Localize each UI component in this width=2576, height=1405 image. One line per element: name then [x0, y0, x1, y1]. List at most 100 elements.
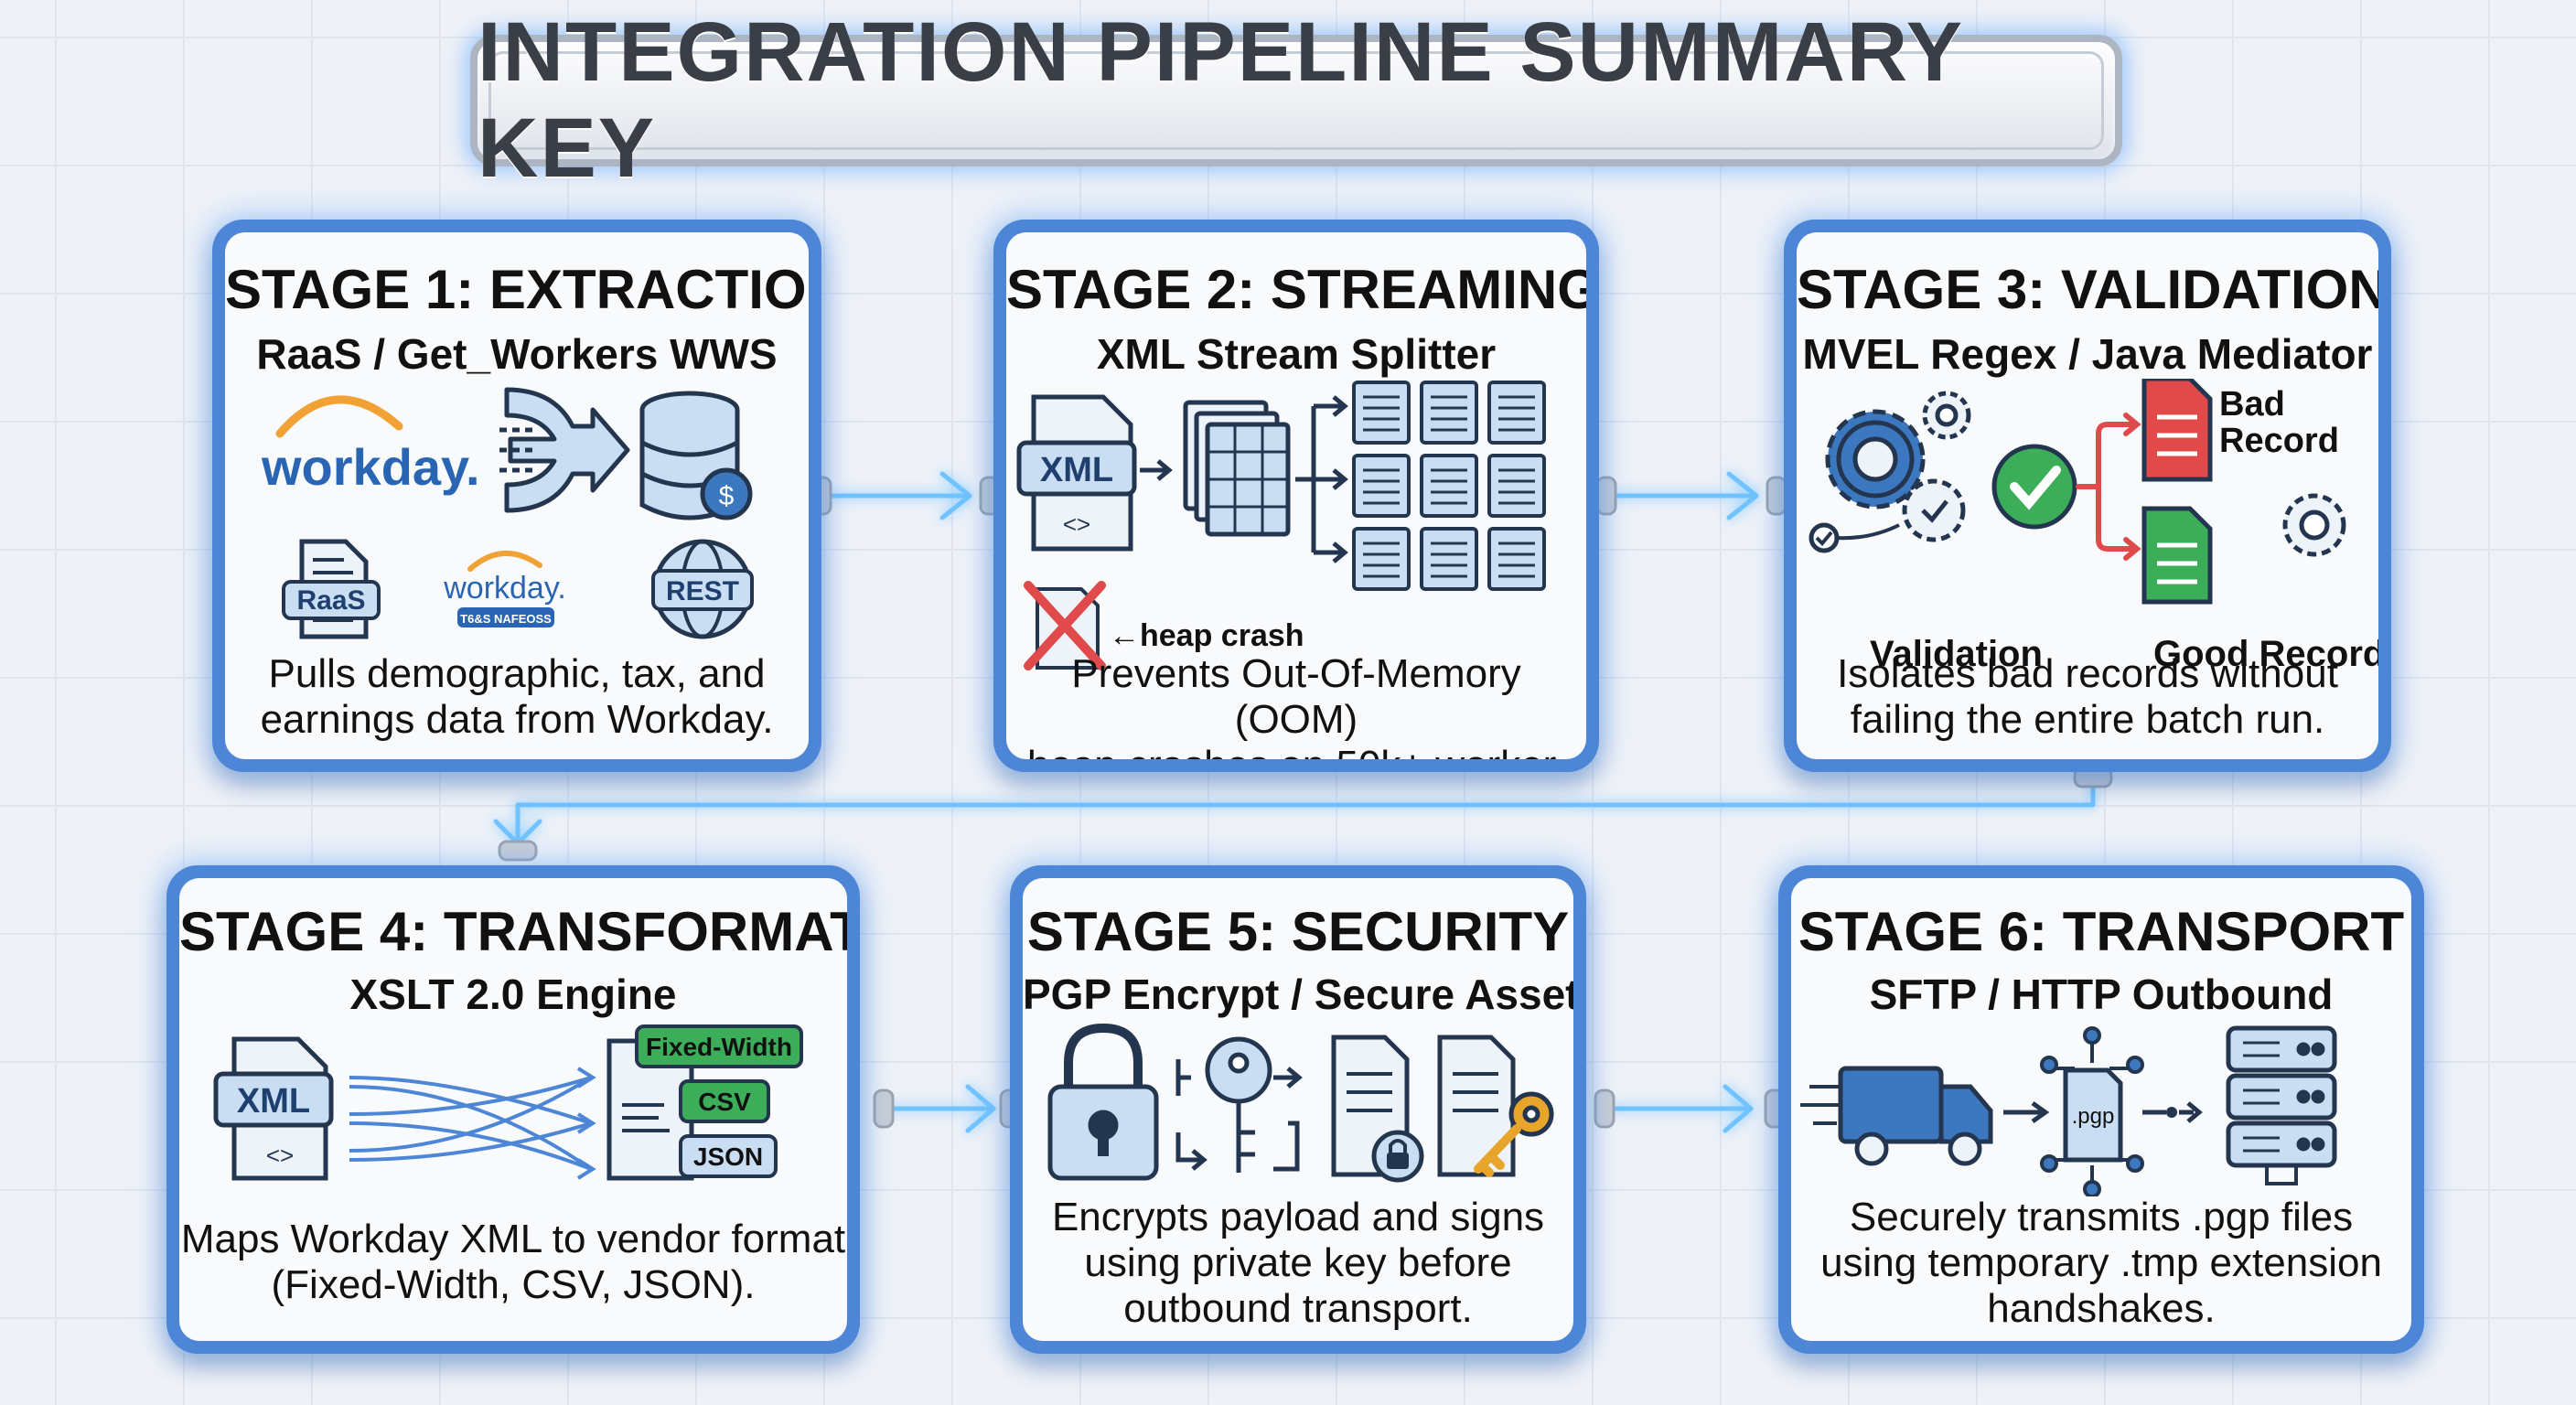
raas-report-icon: RaaS — [282, 539, 381, 639]
stage-3-icons: Bad Record Validation Good Records — [1809, 379, 2378, 674]
xml-file-label: XML — [1040, 451, 1113, 489]
workday-small-logo-tag: T6&S NAFEOSS — [460, 612, 552, 626]
stage-subtitle: RaaS / Get_Workers WWS — [256, 330, 778, 378]
stage-subtitle: MVEL Regex / Java Mediator — [1802, 330, 2373, 378]
stage-card-streaming: STAGE 2: STREAMING XML Stream Splitter X… — [993, 220, 1599, 772]
stage-subtitle: SFTP / HTTP Outbound — [1869, 971, 2334, 1018]
rail-knob — [1595, 476, 1617, 516]
arrow-icon — [2003, 1100, 2050, 1124]
stage-card-security: STAGE 5: SECURITY PGP Encrypt / Secure A… — [1010, 865, 1586, 1354]
xml-file-label: XML — [237, 1082, 310, 1121]
spreadsheet-stack-icon — [1183, 400, 1291, 537]
stage-subtitle: XML Stream Splitter — [1096, 330, 1497, 378]
stage-2-icons: XML <> ←heap crash — [1016, 381, 1546, 670]
svg-text:<>: <> — [266, 1142, 294, 1169]
server-icon — [2226, 1025, 2337, 1185]
padlock-icon — [1047, 1023, 1159, 1181]
workday-logo-text: workday. — [261, 438, 480, 496]
xml-file-icon: XML <> — [213, 1036, 334, 1181]
stage-card-body: STAGE 6: TRANSPORT SFTP / HTTP Outbound — [1791, 878, 2411, 1341]
stage-title: STAGE 4: TRANSFORMATION — [179, 901, 847, 962]
description-line: failing the entire batch run. — [1850, 697, 2325, 742]
rail-knob — [873, 1089, 895, 1129]
stage-description: Isolates bad records without failing the… — [1797, 651, 2378, 743]
stage-5-icons — [1047, 1023, 1554, 1183]
heap-crash-icon: ←heap crash — [1024, 581, 1304, 670]
stage-card-body: STAGE 3: VALIDATION MVEL Regex / Java Me… — [1797, 232, 2378, 759]
svg-text:<>: <> — [1063, 510, 1090, 538]
stage-1-icons: workday. $ RaaS workday. — [261, 387, 754, 639]
stage-description: Pulls demographic, tax, and earnings dat… — [225, 651, 809, 743]
title-plate-frame — [488, 51, 2104, 150]
document-icon — [1420, 381, 1478, 445]
stage-card-extraction: STAGE 1: EXTRACTION RaaS / Get_Workers W… — [212, 220, 821, 772]
stage-description: Encrypts payload and signs using private… — [1023, 1195, 1573, 1332]
description-line: Encrypts payload and signs — [1051, 1195, 1545, 1239]
rest-badge-label: REST — [666, 576, 739, 606]
rail-knob — [498, 840, 538, 862]
document-icon — [1420, 527, 1478, 591]
stage-card-body: STAGE 1: EXTRACTION RaaS / Get_Workers W… — [225, 232, 809, 759]
delivery-truck-icon — [1800, 1066, 1993, 1166]
validation-gears-icon — [1809, 391, 1971, 553]
pgp-file-label: .pgp — [2072, 1104, 2115, 1129]
description-line: earnings data from Workday. — [260, 697, 774, 742]
locked-document-icon — [1331, 1035, 1424, 1183]
document-grid-icon — [1352, 381, 1546, 591]
document-icon — [1487, 454, 1546, 518]
rest-globe-icon: REST — [651, 539, 754, 639]
bad-record-label: Record — [2219, 422, 2339, 460]
output-format-label: CSV — [698, 1088, 751, 1116]
title-plate: INTEGRATION PIPELINE SUMMARY KEY — [470, 5, 2122, 195]
document-icon — [1487, 381, 1546, 445]
description-line: Pulls demographic, tax, and — [268, 651, 766, 696]
arrow-2-to-3 — [1605, 471, 1759, 520]
stage-description: Prevents Out-Of-Memory (OOM) heap crashe… — [1006, 651, 1586, 759]
description-line: Prevents Out-Of-Memory (OOM) — [1071, 651, 1521, 742]
stage-title: STAGE 5: SECURITY — [1026, 901, 1570, 962]
stage-subtitle: PGP Encrypt / Secure Asset — [1023, 971, 1573, 1018]
arrow-1-to-2 — [821, 471, 972, 520]
stage-subtitle: XSLT 2.0 Engine — [349, 971, 677, 1018]
document-icon — [1352, 527, 1411, 591]
heap-crash-label: ←heap crash — [1109, 618, 1304, 653]
arrow-icon — [1140, 459, 1173, 481]
stage-card-body: STAGE 2: STREAMING XML Stream Splitter X… — [1006, 232, 1586, 759]
good-records-label: Good Records — [2153, 634, 2378, 674]
key-exchange-icon — [1175, 1036, 1303, 1173]
pgp-network-file-icon: .pgp — [2040, 1026, 2144, 1196]
description-line: Securely transmits .pgp files — [1849, 1195, 2354, 1239]
document-icon — [1352, 454, 1411, 518]
description-line: Isolates bad records without — [1837, 651, 2338, 696]
stage-6-icons: .pgp — [1800, 1025, 2337, 1196]
output-format-label: JSON — [693, 1142, 763, 1171]
stage-card-transport: STAGE 6: TRANSPORT SFTP / HTTP Outbound — [1778, 865, 2424, 1354]
arrow-4-to-5 — [883, 1084, 996, 1133]
mapping-lines-icon — [349, 1067, 596, 1180]
document-icon — [1352, 381, 1411, 445]
stage-4-icons: XML <> Fixed-Width CSV JSON — [213, 1024, 803, 1181]
settings-gear-icon — [2282, 493, 2346, 557]
arrow-3-to-4 — [493, 775, 2096, 846]
description-line: handshakes. — [1987, 1286, 2216, 1331]
description-line: heap crashes on 50k+ worker. — [1006, 743, 1586, 759]
stage-card-validation: STAGE 3: VALIDATION MVEL Regex / Java Me… — [1784, 220, 2391, 772]
rail-knob — [1766, 476, 1787, 516]
document-icon — [1487, 527, 1546, 591]
dashed-arrow-icon — [2142, 1101, 2203, 1123]
stage-description: Maps Workday XML to vendor format (Fixed… — [179, 1217, 847, 1308]
bad-record-doc-icon: Bad Record — [2141, 379, 2339, 482]
stage-title: STAGE 3: VALIDATION — [1797, 259, 2378, 320]
workday-small-logo-text: workday. — [443, 571, 566, 606]
description-line: Maps Workday XML to vendor format — [180, 1217, 846, 1261]
stage-card-body: STAGE 5: SECURITY PGP Encrypt / Secure A… — [1023, 878, 1573, 1341]
workday-logo-icon: workday. — [261, 395, 480, 496]
merge-arrow-icon — [499, 387, 630, 513]
output-format-label: Fixed-Width — [646, 1033, 792, 1061]
output-formats-icon: Fixed-Width CSV JSON — [606, 1024, 803, 1181]
description-line: using private key before — [1084, 1240, 1512, 1285]
split-arrows-icon — [2076, 413, 2141, 561]
description-line: using temporary .tmp extension — [1820, 1240, 2382, 1285]
signed-document-key-icon — [1437, 1035, 1554, 1177]
svg-text:$: $ — [719, 481, 735, 511]
